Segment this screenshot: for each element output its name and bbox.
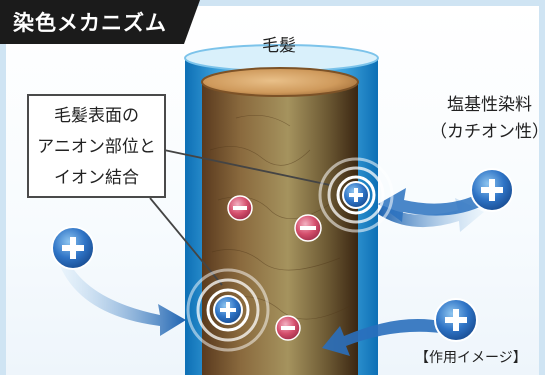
anion-2 <box>294 214 322 242</box>
bound-cation-lower <box>186 268 270 352</box>
bound-cation-upper <box>318 157 394 233</box>
arrow-left <box>60 260 186 336</box>
callout-line3: イオン結合 <box>54 168 139 188</box>
hair-core-top <box>201 67 359 97</box>
dye-label-line1: 塩基性染料 <box>447 95 532 115</box>
callout-pointer-upper <box>163 149 331 186</box>
ionic-bond-callout: 毛髪表面の アニオン部位と イオン結合 <box>27 94 166 198</box>
anion-3 <box>275 315 301 341</box>
dye-label-line2: （カチオン性） <box>430 122 545 142</box>
callout-pointer-lower <box>149 197 223 286</box>
callout-line1: 毛髪表面の <box>54 106 139 126</box>
callout-line2: アニオン部位と <box>37 137 156 157</box>
free-cation-left <box>51 226 95 270</box>
image-note: 【作用イメージ】 <box>415 350 527 366</box>
anion-1 <box>227 195 253 221</box>
arrow-right-upper-fallback <box>378 188 486 222</box>
free-cation-right-lower <box>434 298 478 342</box>
free-cation-right-upper <box>470 168 514 212</box>
hair-core <box>202 82 358 375</box>
hair-label: 毛髪 <box>262 36 296 56</box>
diagram-title: 染色メカニズム <box>13 11 167 35</box>
arrow-right-lower <box>322 319 448 356</box>
dye-label: 塩基性染料 （カチオン性） <box>430 92 545 146</box>
title-tab: 染色メカニズム <box>0 0 200 44</box>
